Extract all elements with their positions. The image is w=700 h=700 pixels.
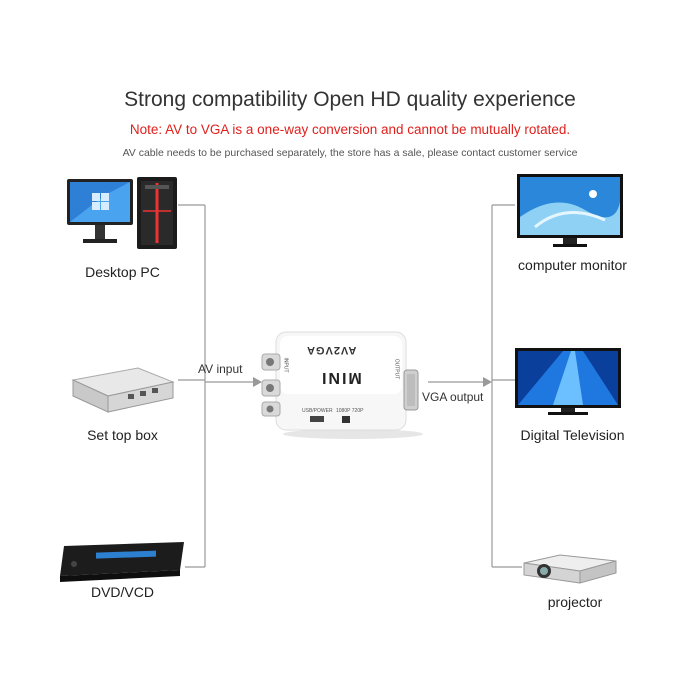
sub-note: AV cable needs to be purchased separatel… xyxy=(122,147,578,159)
computer-monitor-icon xyxy=(515,172,625,250)
device-usb-label: USB/POWER xyxy=(302,408,333,414)
output-label-digital-television: Digital Television xyxy=(520,427,625,443)
vga-output-label: VGA output xyxy=(422,390,484,404)
page-title: Strong compatibility Open HD quality exp… xyxy=(124,88,576,111)
output-label-computer-monitor: computer monitor xyxy=(518,257,627,273)
desktop-pc-icon xyxy=(65,175,180,255)
output-label-projector: projector xyxy=(547,594,603,610)
input-label-dvd-vcd: DVD/VCD xyxy=(90,584,154,600)
input-label-set-top-box: Set top box xyxy=(87,427,158,443)
warning-note: Note: AV to VGA is a one-way conversion … xyxy=(129,122,571,137)
av2vga-converter: AV2VGA MINI INPUT OUTPUT USB/POWER 1080P… xyxy=(258,330,433,440)
device-switch-label: 1080P 720P xyxy=(336,408,364,414)
digital-television-icon xyxy=(513,346,623,416)
device-top-text: AV2VGA xyxy=(306,344,357,356)
av-input-label: AV input xyxy=(198,362,243,376)
projector-icon xyxy=(520,553,620,587)
dvd-player-icon xyxy=(58,540,186,585)
device-input-port-label: INPUT xyxy=(282,357,289,373)
device-brand-text: MINI xyxy=(320,369,362,386)
input-label-desktop-pc: Desktop PC xyxy=(85,264,160,280)
set-top-box-icon xyxy=(68,360,183,420)
device-output-port-label: OUTPUT xyxy=(393,358,400,380)
